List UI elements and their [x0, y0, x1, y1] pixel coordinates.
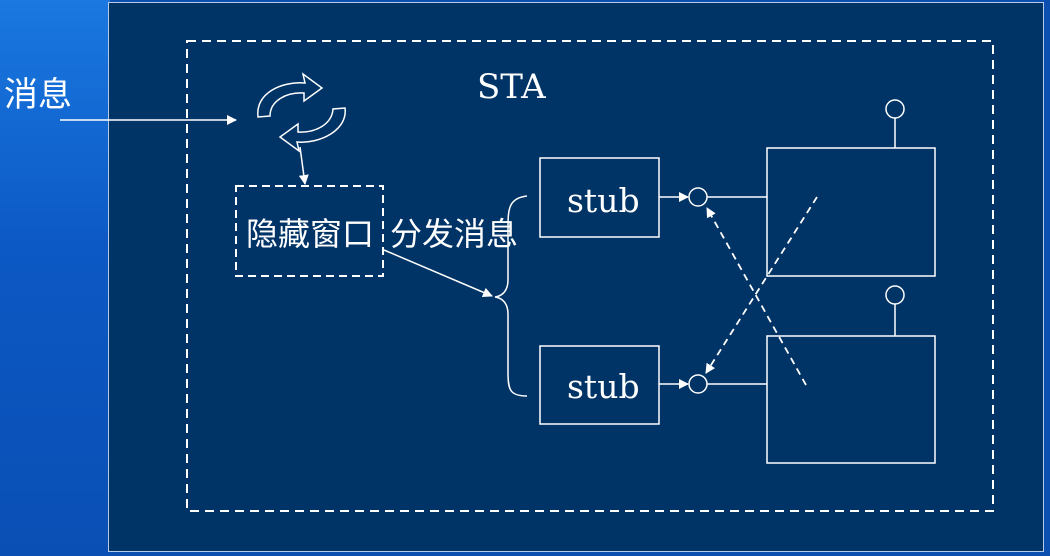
incoming-message-label: 消息	[4, 75, 72, 115]
interface-circle-bottom	[688, 374, 708, 394]
hidden-window-label: 隐藏窗口	[246, 215, 375, 253]
message-loop-icon	[257, 72, 346, 153]
stub-box-bottom	[539, 345, 660, 425]
object-bottom-interface-circle	[885, 285, 905, 305]
cross-arrow-to-bottom	[705, 196, 818, 374]
stub-top-label: stub	[567, 181, 640, 220]
hidden-window-box	[235, 185, 384, 277]
cross-arrow-to-top	[706, 207, 807, 386]
stub-bottom-label: stub	[567, 367, 640, 406]
loop-to-window-arrow	[298, 146, 309, 185]
dispatch-label: 分发消息	[390, 215, 519, 253]
dispatch-brace	[494, 195, 528, 397]
object-box-top	[766, 147, 936, 277]
object-top-interface-circle	[885, 99, 905, 119]
background-band	[0, 0, 110, 556]
sta-label: STA	[477, 67, 546, 107]
interface-circle-top	[688, 187, 708, 207]
object-box-bottom	[766, 335, 936, 464]
dispatch-arrow	[383, 249, 493, 298]
sta-boundary	[186, 40, 994, 512]
